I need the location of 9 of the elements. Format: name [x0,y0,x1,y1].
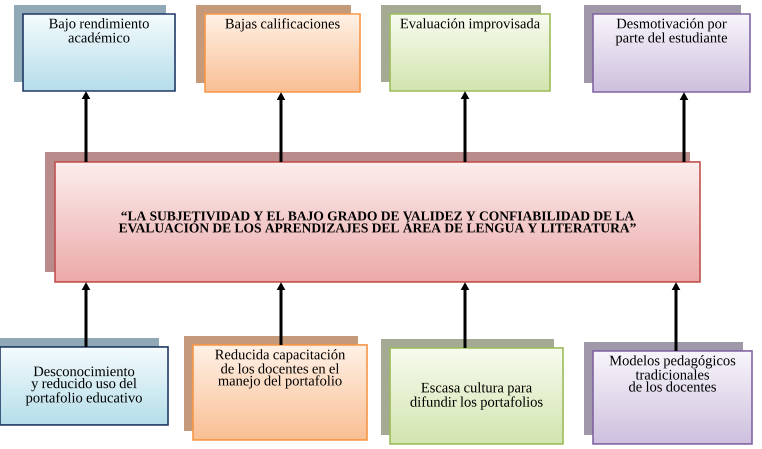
effect-box: Evaluación improvisada [381,5,551,92]
problem-box: “LA SUBJETIVIDAD Y EL BAJO GRADO DE VALIDEZ Y CONFIABILIDAD DE LA EVALUACIÓN DE LOS APRENDIZAJES DEL ÁREA DE LENGUA Y LITERATURA” [45,152,701,283]
cause-box: Modelos pedagógicos tradicionales de los docentes [584,342,753,445]
effect-box: Bajas calificaciones [196,5,361,93]
effect-box: Desmotivación por parte del estudiante [584,5,751,93]
cause-box: Reducida capacitación de los docentes en el manejo del portafolio [184,336,368,441]
cause-box: Escasa cultura para difundir los portafolios [381,338,564,445]
effect-box: Bajo rendimiento académico [14,5,176,92]
cause-box: Desconocimiento y reducido uso del portafolio educativo [0,338,169,426]
